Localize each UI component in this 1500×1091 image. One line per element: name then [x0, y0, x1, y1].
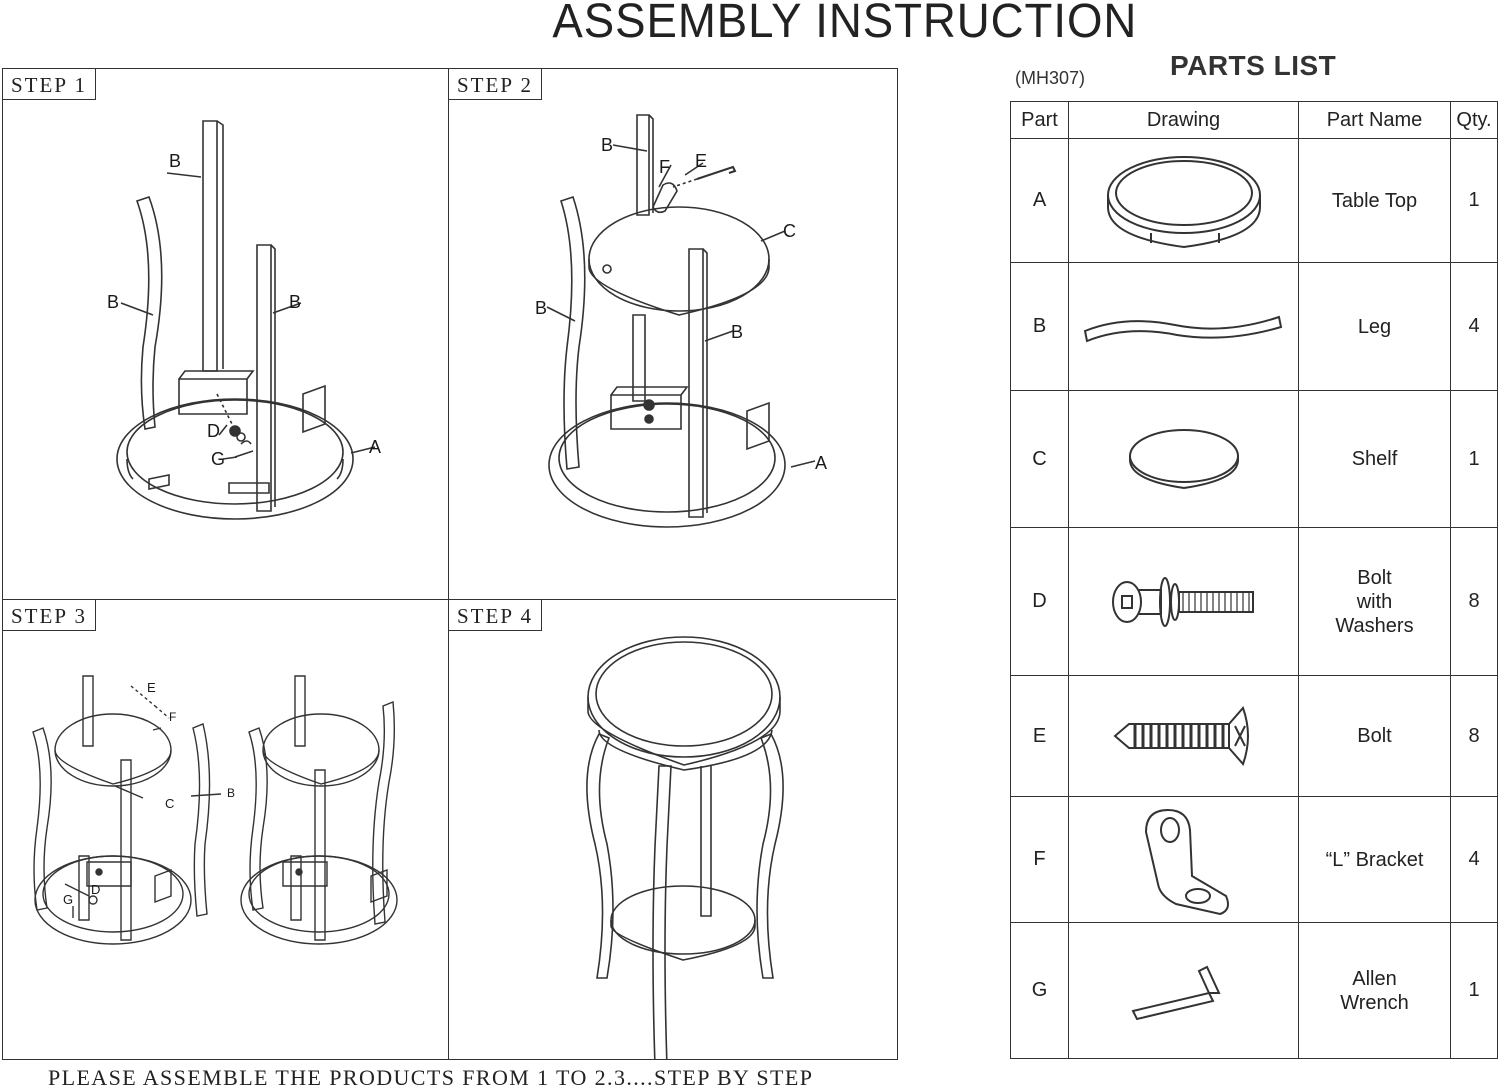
parts-list-title: PARTS LIST: [1170, 50, 1337, 81]
part-letter: E: [1011, 676, 1069, 796]
part-qty: 8: [1468, 724, 1480, 747]
step-4-label: STEP 4: [449, 600, 542, 631]
table-row: G Allen Wrench 1: [1011, 923, 1497, 1058]
step-2-illustration: [546, 114, 816, 528]
shelf-icon: [1128, 429, 1239, 490]
part-name: Table Top: [1299, 139, 1451, 262]
table-row: B Leg 4: [1011, 263, 1497, 391]
step-1-illustration: [116, 120, 376, 520]
part-qty: 1: [1468, 189, 1480, 211]
parts-table-header: Part Drawing Part Name Qty.: [1011, 102, 1497, 139]
step-3-label: STEP 3: [3, 600, 96, 631]
part-name: Shelf: [1299, 391, 1451, 527]
step-3-illustration: [32, 675, 398, 945]
step-1-panel: STEP 1 B B B D G A: [3, 69, 449, 600]
callout-d: D: [207, 421, 220, 441]
part-qty: 1: [1468, 979, 1480, 1001]
part-qty: 4: [1468, 848, 1480, 870]
header-part: Part: [1011, 102, 1069, 138]
header-part-name: Part Name: [1299, 102, 1451, 138]
table-row: D Bolt with Washers 8: [1011, 528, 1497, 676]
callout-d: D: [91, 882, 101, 897]
part-name-line: Washers: [1335, 614, 1414, 637]
step-2-panel: STEP 2 B F E C B B A: [449, 69, 896, 600]
part-name: Leg: [1299, 263, 1451, 390]
callout-e: E: [147, 680, 156, 695]
part-name: “L” Bracket: [1299, 797, 1451, 922]
part-qty: 1: [1468, 447, 1480, 470]
table-top-icon: [1106, 155, 1261, 248]
table-row: C Shelf 1: [1011, 391, 1497, 528]
part-letter: G: [1011, 923, 1069, 1058]
callout-f: F: [659, 157, 670, 177]
callout-e: E: [695, 151, 708, 171]
callout-b2: B: [107, 292, 120, 312]
callout-c: C: [783, 221, 796, 241]
page-title: ASSEMBLY INSTRUCTION: [552, 0, 1138, 48]
part-name-line: Wrench: [1340, 991, 1409, 1014]
callout-f: F: [169, 710, 177, 724]
allen-wrench-icon: [1131, 965, 1221, 1020]
part-qty: 4: [1468, 315, 1480, 337]
step-4-illustration: [586, 636, 784, 1059]
step-4-panel: STEP 4: [449, 600, 896, 1059]
part-letter: C: [1011, 391, 1069, 527]
callout-b3: B: [731, 322, 744, 342]
part-qty: 8: [1468, 590, 1480, 612]
footer-instruction: PLEASE ASSEMBLE THE PRODUCTS FROM 1 TO 2…: [48, 1065, 814, 1090]
table-row: A Table Top 1: [1011, 139, 1497, 263]
part-letter: A: [1011, 139, 1069, 262]
parts-table: Part Drawing Part Name Qty. A Table Top …: [1010, 101, 1498, 1059]
bolt-with-washers-icon: [1111, 576, 1254, 627]
step-2-label: STEP 2: [449, 69, 542, 100]
callout-c: C: [165, 796, 175, 811]
callout-b: B: [227, 786, 236, 800]
part-name: Allen Wrench: [1299, 923, 1451, 1058]
header-qty: Qty.: [1456, 108, 1492, 131]
callout-g: G: [63, 892, 74, 907]
callout-b1: B: [169, 151, 182, 171]
part-name: Bolt with Washers: [1299, 528, 1451, 675]
leg-icon: [1083, 315, 1282, 342]
steps-grid: STEP 1 B B B D G A: [2, 68, 898, 1060]
header-drawing: Drawing: [1069, 102, 1299, 138]
step-1-label: STEP 1: [3, 69, 96, 100]
part-name-line: Bolt: [1357, 566, 1392, 589]
part-name-line: with: [1356, 590, 1393, 613]
part-letter: D: [1011, 528, 1069, 675]
part-letter: F: [1011, 797, 1069, 922]
callout-b1: B: [601, 135, 614, 155]
callout-g: G: [211, 449, 226, 469]
l-bracket-icon: [1144, 808, 1229, 916]
bolt-icon: [1112, 706, 1249, 766]
step-3-panel: STEP 3 E F C B D G: [3, 600, 449, 1059]
callout-b3: B: [289, 292, 302, 312]
part-letter: B: [1011, 263, 1069, 390]
callout-a: A: [815, 453, 828, 473]
part-name: Bolt: [1299, 676, 1451, 796]
model-number: (MH307): [1015, 68, 1086, 88]
table-row: F “L” Bracket 4: [1011, 797, 1497, 923]
callout-b2: B: [535, 298, 548, 318]
callout-a: A: [369, 437, 382, 457]
part-name-line: Allen: [1352, 967, 1397, 990]
table-row: E Bolt 8: [1011, 676, 1497, 797]
